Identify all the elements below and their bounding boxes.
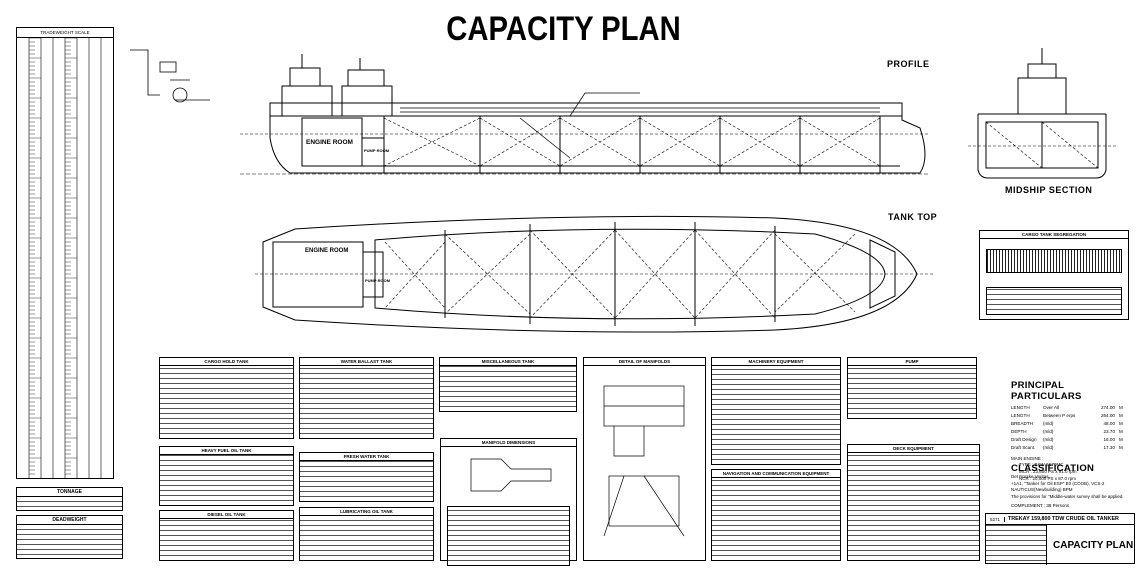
classification-line: The provisions for "Middle-water survey … (1011, 493, 1124, 499)
scale-grid (28, 38, 102, 478)
heavy-fuel-title: HEAVY FUEL OIL TANK (160, 447, 293, 455)
principal-value: 264.00 (1100, 413, 1115, 418)
deadweight-scale: TRADEWEIGHT SCALE (16, 27, 114, 479)
principal-row: LENGTH Over All 274.00 M (1011, 404, 1133, 412)
vessel-name: TREKAY 159,800 TDW CRUDE OIL TANKER (1008, 516, 1119, 522)
profile-view: ENGINE ROOM PUMP ROOM (240, 54, 930, 175)
classification-rows: Det Norske Veritas+1A1, "Tanker for Oil … (1011, 474, 1136, 510)
principal-unit: M (1119, 421, 1123, 426)
navigation-table: NAVIGATION AND COMMUNICATION EQUIPMENT (711, 469, 841, 561)
midship-section-view (968, 48, 1118, 179)
water-ballast-table: WATER BALLAST TANK (299, 357, 434, 439)
cargo-hold-table: CARGO HOLD TANK (159, 357, 294, 439)
miscellaneous-title: MISCELLANEOUS TANK (440, 358, 576, 366)
principal-sub: (mld) (1043, 437, 1054, 442)
classification-line: COMPLEMENT : 38 Persons (1011, 503, 1070, 508)
lubricating-oil-table: LUBRICATING OIL TANK (299, 507, 434, 561)
principal-sub: Between P erps (1043, 413, 1076, 418)
principal-unit: M (1119, 405, 1123, 410)
cargo-hold-title: CARGO HOLD TANK (160, 358, 293, 366)
tonnage-table: TONNAGE (16, 487, 123, 511)
principal-sub: Over All (1043, 405, 1060, 410)
classification-line: +1A1, "Tanker for Oil ESP" E0 (COOB), VC… (1011, 480, 1105, 486)
principal-value: 16.00 (1103, 437, 1116, 442)
miscellaneous-table: MISCELLANEOUS TANK (439, 357, 577, 412)
principal-unit: M (1119, 413, 1123, 418)
main-engine-line: NCR : 20,000 PS x 87.0 rpm (1019, 476, 1077, 481)
machinery-table: MACHINERY EQUIPMENT (711, 357, 841, 465)
principal-particulars: PRINCIPAL PARTICULARS LENGTH Over All 274.… (1011, 380, 1133, 482)
navigation-title: NAVIGATION AND COMMUNICATION EQUIPMENT (712, 470, 840, 478)
main-engine-label: MAIN ENGINE : (1011, 456, 1044, 461)
pump-room-top-label: PUMP ROOM (365, 278, 391, 283)
principal-value: 17.30 (1103, 445, 1116, 450)
deck-table: DECK EQUIPMENT (847, 444, 980, 561)
tank-top-view: ENGINE ROOM PUMP ROOM (255, 215, 935, 333)
deck-title: DECK EQUIPMENT (848, 445, 979, 453)
segregation-title: CARGO TANK SEGREGATION (980, 231, 1128, 239)
diesel-oil-title: DIESEL OIL TANK (160, 511, 293, 519)
principal-name: LENGTH (1011, 405, 1030, 410)
manifold-detail: DETAIL OF MANIFOLDS (583, 357, 706, 561)
engine-room-top-label: ENGINE ROOM (305, 248, 348, 254)
classification-line: NAUTICUS(Newbuilding) BPM (1011, 487, 1073, 492)
page-title: CAPACITY PLAN (446, 10, 681, 48)
segregation-panel: CARGO TANK SEGREGATION (979, 230, 1129, 320)
engine-room-label: ENGINE ROOM (306, 139, 353, 146)
tank-top-label: TANK TOP (888, 212, 938, 222)
principal-value: 274.00 (1100, 405, 1115, 410)
diesel-oil-table: DIESEL OIL TANK (159, 510, 294, 561)
fresh-water-title: FRESH WATER TANK (300, 453, 433, 461)
manifold-dimensions-title: MANIFOLD DIMENSIONS (441, 439, 576, 447)
midship-label: MIDSHIP SECTION (1005, 185, 1093, 195)
principal-name: Draft Design (1011, 437, 1037, 442)
main-engine-rows: TYPE : B&W 6S70MC MCR : 23,600 PS x 91.0 … (1011, 461, 1133, 482)
principal-title: PRINCIPAL PARTICULARS (1011, 380, 1082, 402)
title-block: 5271 TREKAY 159,800 TDW CRUDE OIL TANKER… (985, 513, 1135, 565)
principal-sub: (mld) (1043, 445, 1054, 450)
principal-name: BREADTH (1011, 421, 1033, 426)
heavy-fuel-table: HEAVY FUEL OIL TANK (159, 446, 294, 506)
pump-title: PUMP (848, 358, 976, 366)
principal-name: DEPTH (1011, 429, 1027, 434)
deadweight-title: DEADWEIGHT (17, 516, 122, 525)
tonnage-title: TONNAGE (17, 488, 122, 497)
principal-unit: M (1119, 445, 1123, 450)
water-ballast-title: WATER BALLAST TANK (300, 358, 433, 366)
drawing-title: CAPACITY PLAN (1053, 539, 1134, 551)
manifold-dimensions: MANIFOLD DIMENSIONS (440, 438, 577, 566)
principal-sub: (mld) (1043, 421, 1054, 426)
mast-detail (130, 49, 210, 103)
classification-line: Det Norske Veritas (1011, 474, 1049, 479)
lubricating-oil-title: LUBRICATING OIL TANK (300, 508, 433, 516)
scale-title: TRADEWEIGHT SCALE (17, 28, 113, 38)
drawing-number: 5271 (986, 516, 1005, 522)
machinery-title: MACHINERY EQUIPMENT (712, 358, 840, 366)
principal-row: LENGTH Between P erps 264.00 M (1011, 412, 1133, 420)
principal-value: 48.00 (1103, 421, 1116, 426)
pump-room-label: PUMP ROOM (364, 148, 390, 153)
pump-table: PUMP (847, 357, 977, 419)
principal-unit: M (1119, 437, 1123, 442)
profile-label: PROFILE (887, 59, 930, 69)
principal-value: 23.70 (1103, 429, 1116, 434)
manifold-detail-title: DETAIL OF MANIFOLDS (584, 358, 705, 366)
deadweight-table: DEADWEIGHT (16, 515, 123, 559)
main-engine-line: MCR : 23,600 PS x 91.0 rpm (1019, 469, 1077, 474)
fresh-water-table: FRESH WATER TANK (299, 452, 434, 502)
classification: CLASSIFICATION Det Norske Veritas+1A1, "… (1011, 463, 1136, 510)
main-engine-line: TYPE : B&W 6S70MC (1019, 462, 1064, 467)
classification-title: CLASSIFICATION (1011, 463, 1095, 474)
principal-name: LENGTH (1011, 413, 1030, 418)
principal-unit: M (1119, 429, 1123, 434)
manifold-dimension-drawing (470, 458, 552, 492)
manifold-drawing (603, 385, 685, 537)
principal-sub: (mld) (1043, 429, 1054, 434)
principal-name: Draft Scant. (1011, 445, 1036, 450)
